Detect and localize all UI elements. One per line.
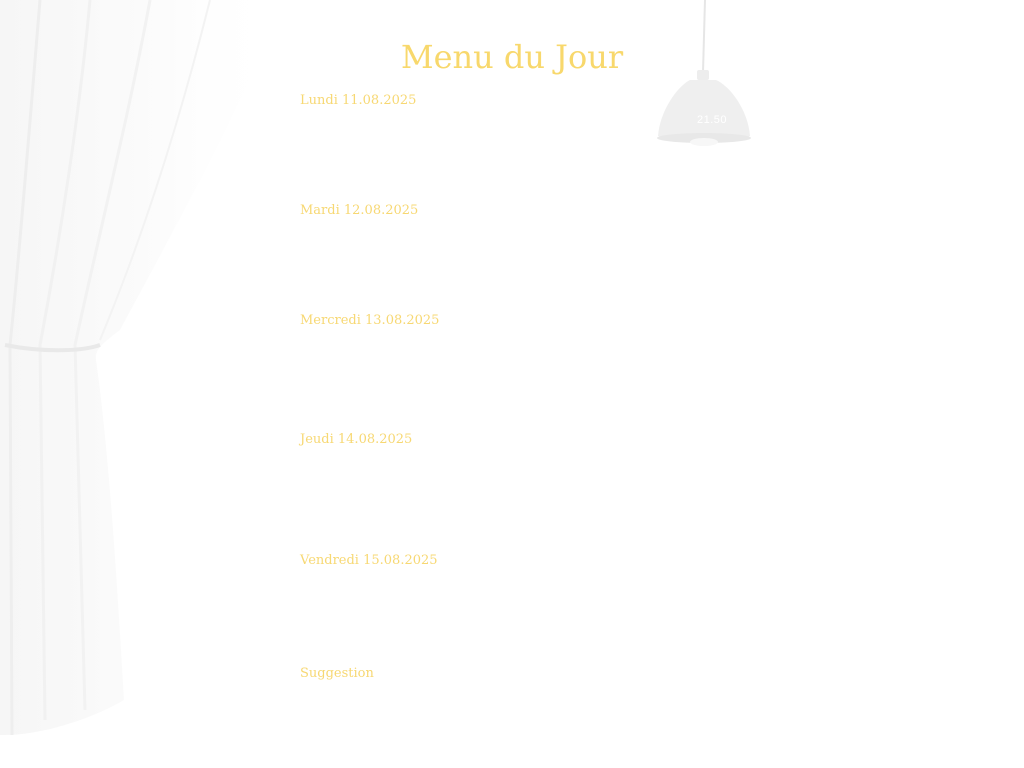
curtain-image: [0, 0, 285, 736]
day-heading-thursday: Jeudi 14.08.2025: [300, 432, 413, 447]
lamp-image: [657, 0, 751, 146]
day-heading-wednesday: Mercredi 13.08.2025: [300, 313, 440, 328]
page-title: Menu du Jour: [400, 38, 624, 76]
day-heading-friday: Vendredi 15.08.2025: [300, 553, 438, 568]
suggestion-heading: Suggestion: [300, 666, 374, 681]
day-heading-monday: Lundi 11.08.2025: [300, 93, 417, 108]
lamp-price-label: 21.50: [696, 114, 728, 126]
day-heading-tuesday: Mardi 12.08.2025: [300, 203, 419, 218]
